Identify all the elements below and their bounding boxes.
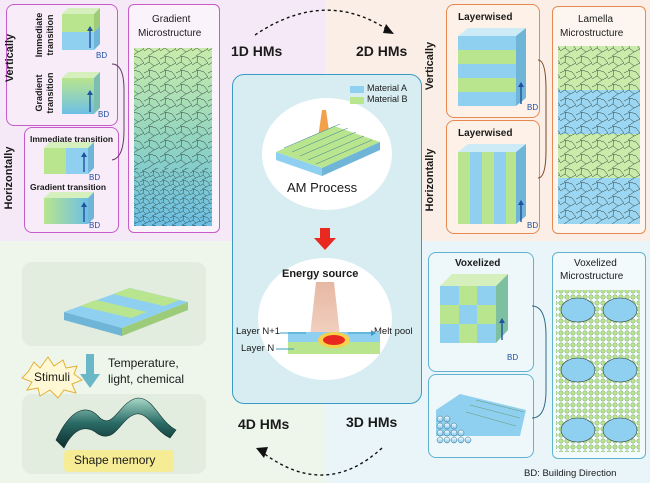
am-process-illustration (276, 110, 380, 176)
bd-label-1: BD (96, 51, 107, 60)
stimuli-label: Stimuli (34, 370, 71, 384)
bracket-1d (111, 63, 125, 161)
shape-memory-label: Shape memory (74, 453, 156, 467)
voxelized-microstructure-title-line2: Microstructure (560, 271, 624, 282)
cube-layerwised-horizontal (458, 144, 526, 224)
title-4d-hms: 4D HMs (238, 416, 290, 432)
layerwised-bottom-label: Layerwised (458, 128, 513, 139)
stimuli-starburst (21, 356, 84, 399)
material-a-swatch (350, 86, 364, 93)
title-2d-hms: 2D HMs (356, 43, 408, 59)
bd-label-7: BD (507, 353, 518, 362)
cube-layerwised-vertical (458, 28, 526, 106)
bd-label-2: BD (98, 110, 109, 119)
lamella-microstructure-image (558, 46, 640, 224)
material-b-legend: Material B (367, 94, 408, 104)
cube-voxelized (440, 274, 508, 343)
arrow-3d-to-4d-head (256, 447, 268, 458)
bracket-2d (537, 59, 547, 179)
layer-n-label: Layer N (241, 343, 275, 354)
melt-pool-label: Melt pool (374, 326, 413, 337)
title-1d-hms: 1D HMs (231, 43, 283, 59)
cube-gradient-vertical (62, 72, 100, 114)
gradient-microstructure-title-line1: Gradient (152, 14, 191, 25)
energy-source-label: Energy source (282, 268, 359, 280)
checkerboard-plate (64, 288, 188, 336)
cube-immediate-vertical (62, 8, 100, 50)
process-arrow-head (314, 238, 336, 250)
layer-n1-label: Layer N+1 (236, 326, 281, 337)
voxelized-label: Voxelized (455, 258, 501, 269)
stimuli-types-line1: Temperature, (108, 356, 179, 370)
gradient-microstructure-title-line2: Microstructure (138, 28, 202, 39)
bracket-3d (531, 305, 547, 419)
cube-gradient-horizontal (44, 192, 94, 224)
building-direction-footnote: BD: Building Direction (524, 468, 617, 479)
bd-label-5: BD (527, 103, 538, 112)
lamella-microstructure-title-line2: Microstructure (560, 28, 624, 39)
stimuli-arrow-shaft (86, 354, 94, 374)
gradient-transition-horizontal-label: Gradient transition (30, 182, 107, 192)
arrow-1d-to-2d-head (383, 24, 394, 34)
voxelized-microstructure-image (556, 290, 640, 452)
bd-label-3: BD (89, 173, 100, 182)
cube-immediate-horizontal (44, 142, 94, 174)
voxelized-microstructure-title-line1: Voxelized (574, 258, 617, 269)
arrow-3d-to-4d (261, 447, 383, 476)
energy-source-illustration (276, 282, 380, 354)
bd-label-6: BD (527, 221, 538, 230)
stimuli-arrow-head (80, 374, 100, 388)
process-arrow-shaft (320, 228, 330, 238)
shape-memory-label-box (64, 450, 174, 472)
am-process-label: AM Process (287, 180, 358, 195)
shape-memory-surface (55, 397, 177, 449)
arrow-1d-to-2d (254, 9, 389, 36)
stimuli-types-line2: light, chemical (108, 372, 185, 386)
material-b-swatch (350, 97, 364, 104)
voxelized-beam-stack (436, 394, 526, 444)
material-a-legend: Material A (367, 83, 408, 93)
lamella-microstructure-title-line1: Lamella (578, 14, 614, 25)
immediate-transition-horizontal-label: Immediate transition (30, 134, 114, 144)
bd-label-4: BD (89, 221, 100, 230)
title-3d-hms: 3D HMs (346, 414, 398, 430)
layerwised-top-label: Layerwised (458, 12, 513, 23)
